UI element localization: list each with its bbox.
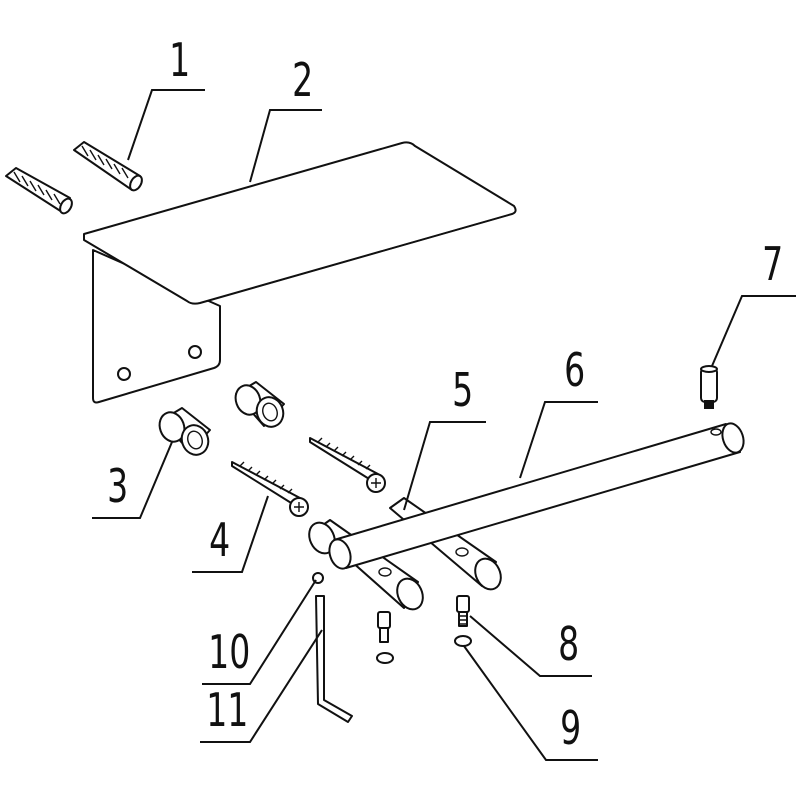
callout-4: 4	[209, 515, 230, 568]
callout-9: 9	[560, 703, 581, 756]
callout-5: 5	[452, 365, 473, 418]
callout-3: 3	[107, 461, 128, 514]
end-cap	[700, 365, 718, 409]
callout-1: 1	[169, 35, 190, 88]
bushing-right	[234, 381, 285, 428]
callout-2: 2	[292, 55, 313, 108]
set-screw-right	[456, 595, 470, 627]
shelf-bracket	[83, 141, 517, 404]
allen-key	[315, 595, 353, 723]
roll-bar	[328, 422, 745, 570]
callout-6: 6	[564, 345, 585, 398]
leader-lines	[92, 89, 796, 761]
wall-anchor-2	[73, 141, 143, 192]
callout-8: 8	[558, 619, 579, 672]
callout-11: 11	[206, 685, 248, 738]
cap-right	[454, 635, 472, 647]
wall-anchor-1	[5, 167, 73, 215]
cap-left	[376, 652, 394, 664]
wood-screw-2	[309, 437, 386, 493]
callout-labels: 1 2 3 4 5 6 7 8 9 10 11	[107, 35, 783, 756]
wood-screw-1	[231, 461, 309, 517]
callout-10: 10	[208, 627, 250, 680]
set-screw-left	[377, 611, 391, 643]
bushing-left	[158, 407, 211, 456]
callout-7: 7	[762, 239, 783, 292]
